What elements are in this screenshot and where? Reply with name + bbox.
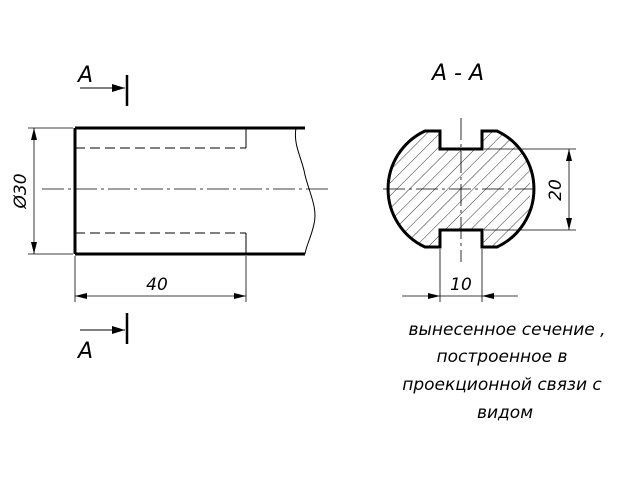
caption-line-2: построенное в: [437, 347, 568, 367]
section-outline: [386, 129, 536, 249]
caption-line-1: вынесенное сечение ,: [408, 320, 605, 340]
diameter-dimension: Ø30: [11, 127, 73, 255]
section-mark-bottom: A: [76, 339, 93, 364]
diameter-label: Ø30: [11, 173, 31, 209]
section-view: [383, 118, 536, 262]
cutting-plane-bottom: A: [76, 313, 129, 364]
caption-line-4: видом: [477, 403, 533, 423]
cutting-plane-top: A: [76, 63, 129, 106]
length-label: 40: [146, 275, 168, 295]
slot-width-dimension: 10: [402, 249, 518, 302]
length-dimension: 40: [74, 256, 247, 302]
section-mark-top: A: [76, 63, 93, 88]
caption: вынесенное сечение , построенное в проек…: [402, 320, 605, 423]
flat-height-dimension: 20: [484, 148, 576, 231]
shaft-view: [42, 126, 330, 256]
flat-height-label: 20: [546, 179, 566, 201]
break-line: [294, 127, 316, 255]
slot-width-label: 10: [450, 275, 472, 295]
section-title: A - A: [430, 61, 484, 86]
caption-line-3: проекционной связи с: [402, 375, 602, 395]
